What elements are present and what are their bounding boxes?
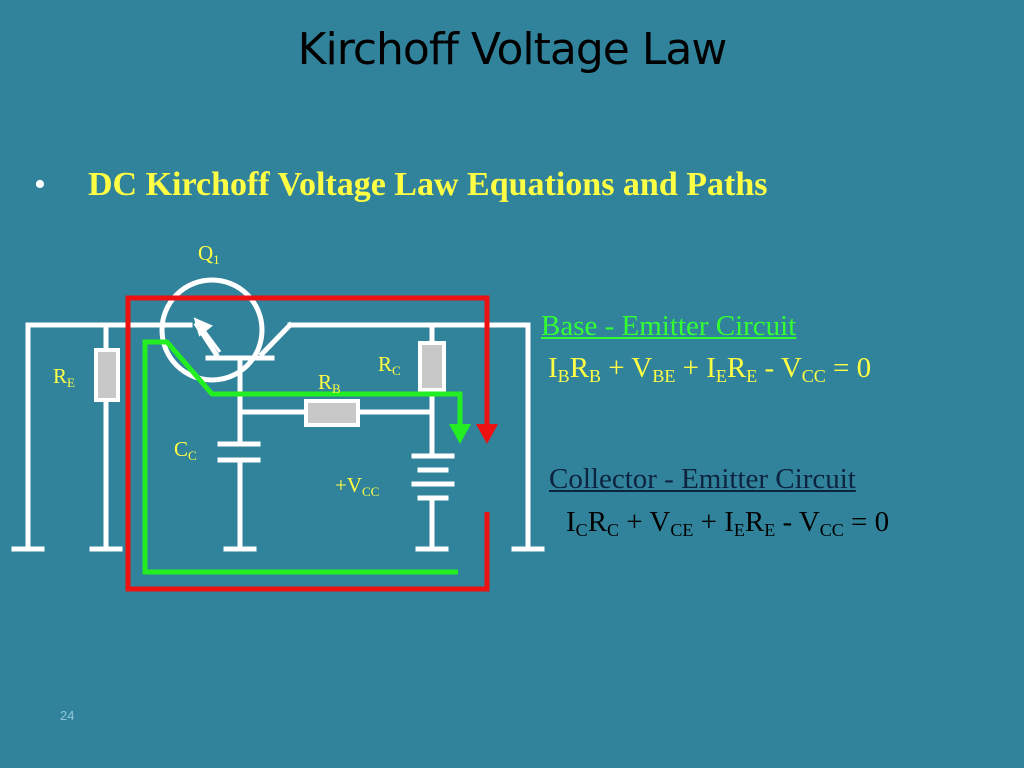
base-emitter-equation: IBRB + VBE + IERE - VCC = 0 <box>548 352 871 387</box>
collector-emitter-heading: Collector - Emitter Circuit <box>549 463 856 495</box>
equation-subscript: BE <box>652 366 676 386</box>
collector-emitter-path <box>125 295 498 592</box>
slide-title: Kirchoff Voltage Law <box>297 24 728 75</box>
collector-emitter-equation: ICRC + VCE + IERE - VCC = 0 <box>566 506 889 541</box>
base-emitter-path <box>142 339 471 575</box>
equation-term: + V <box>601 352 653 384</box>
transistor-arrow-icon <box>193 317 222 353</box>
equation-subscript: C <box>607 520 620 540</box>
base-emitter-heading: Base - Emitter Circuit <box>541 310 797 342</box>
transistor-collector-lead <box>258 321 294 358</box>
equation-subscript: E <box>746 366 758 386</box>
equation-term: R <box>744 506 765 538</box>
equation-subscript: E <box>715 366 727 386</box>
re-resistor <box>94 348 120 402</box>
equation-term: - V <box>775 506 820 538</box>
equation-subscript: B <box>557 366 570 386</box>
equation-subscript: C <box>575 520 588 540</box>
bullet-text: DC Kirchoff Voltage Law Equations and Pa… <box>88 166 768 203</box>
bullet-icon: • <box>34 166 46 203</box>
circuit-wires <box>11 277 545 552</box>
equation-subscript: B <box>589 366 602 386</box>
red-arrow-icon <box>476 424 498 444</box>
label-re: RE <box>53 364 75 390</box>
label-rc: RC <box>378 352 401 378</box>
label-q1: Q1 <box>198 241 220 267</box>
green-arrow-icon <box>449 424 471 444</box>
rc-resistor <box>418 341 446 392</box>
equation-term: R <box>726 352 747 384</box>
equation-term: I <box>566 506 576 538</box>
label-vcc: +VCC <box>335 473 380 499</box>
equation-subscript: CC <box>801 366 826 386</box>
equation-subscript: E <box>764 520 776 540</box>
equation-term: R <box>569 352 590 384</box>
bullet-point: • DC Kirchoff Voltage Law Equations and P… <box>34 166 768 204</box>
equation-term: + I <box>675 352 716 384</box>
equation-term: R <box>587 506 608 538</box>
equation-term: + I <box>693 506 734 538</box>
equation-subscript: E <box>733 520 745 540</box>
equation-subscript: CC <box>819 520 844 540</box>
equation-subscript: CE <box>670 520 694 540</box>
equation-term: + V <box>619 506 671 538</box>
label-cc: CC <box>174 437 197 463</box>
transistor-circle <box>159 277 265 383</box>
equation-term: = 0 <box>843 506 890 538</box>
page-number: 24 <box>60 708 75 723</box>
label-rb: RB <box>318 370 341 396</box>
equation-term: = 0 <box>825 352 872 384</box>
equation-term: - V <box>757 352 802 384</box>
rb-resistor <box>304 399 360 427</box>
equation-term: I <box>548 352 558 384</box>
